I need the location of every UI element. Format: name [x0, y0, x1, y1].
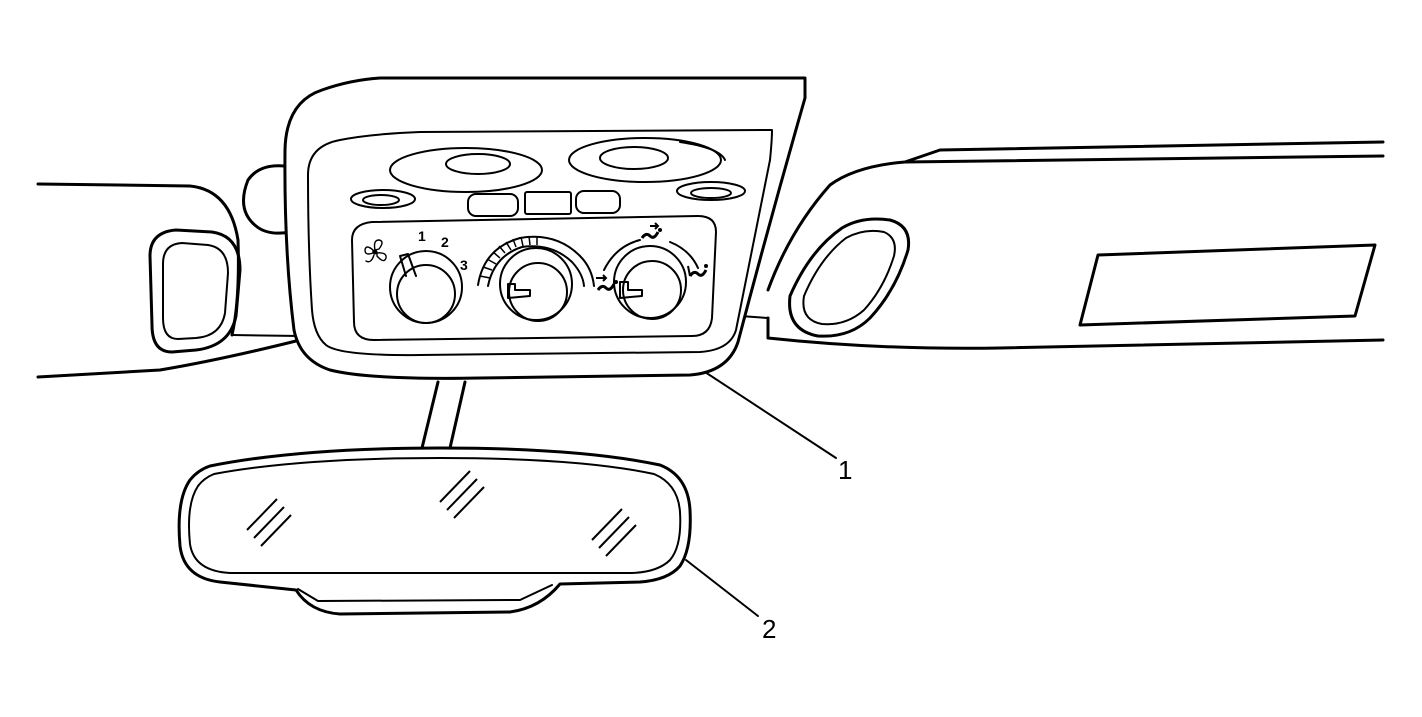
mirror-mount-stem [420, 380, 467, 450]
callout-1: 1 [704, 371, 852, 485]
fan-speed-2-label: 2 [441, 234, 449, 250]
panel-vent-icon [640, 222, 662, 239]
right-air-vent [788, 217, 911, 338]
callout-1-label: 1 [838, 455, 852, 485]
air-mode-dial [596, 222, 708, 320]
callout-2: 2 [685, 559, 776, 644]
console-buttons [467, 190, 621, 217]
fan-speed-3-label: 3 [460, 257, 468, 273]
callout-2-label: 2 [762, 614, 776, 644]
center-console-bezel [283, 76, 807, 380]
temperature-scale-icon [477, 235, 595, 287]
display-window [1078, 243, 1377, 327]
floor-icon [687, 264, 708, 277]
fan-speed-1-label: 1 [418, 228, 426, 244]
mirror-glass-reflection-marks [246, 470, 637, 557]
left-air-vent [148, 228, 242, 354]
left-dash-panel [36, 164, 302, 379]
center-air-vents [350, 137, 746, 209]
right-dash-panel [739, 140, 1385, 350]
fan-icon [364, 239, 387, 263]
climate-control-panel [351, 215, 717, 341]
fan-speed-dial: 1 2 3 [364, 228, 468, 324]
temperature-dial [477, 235, 595, 322]
rearview-mirror [177, 446, 692, 616]
